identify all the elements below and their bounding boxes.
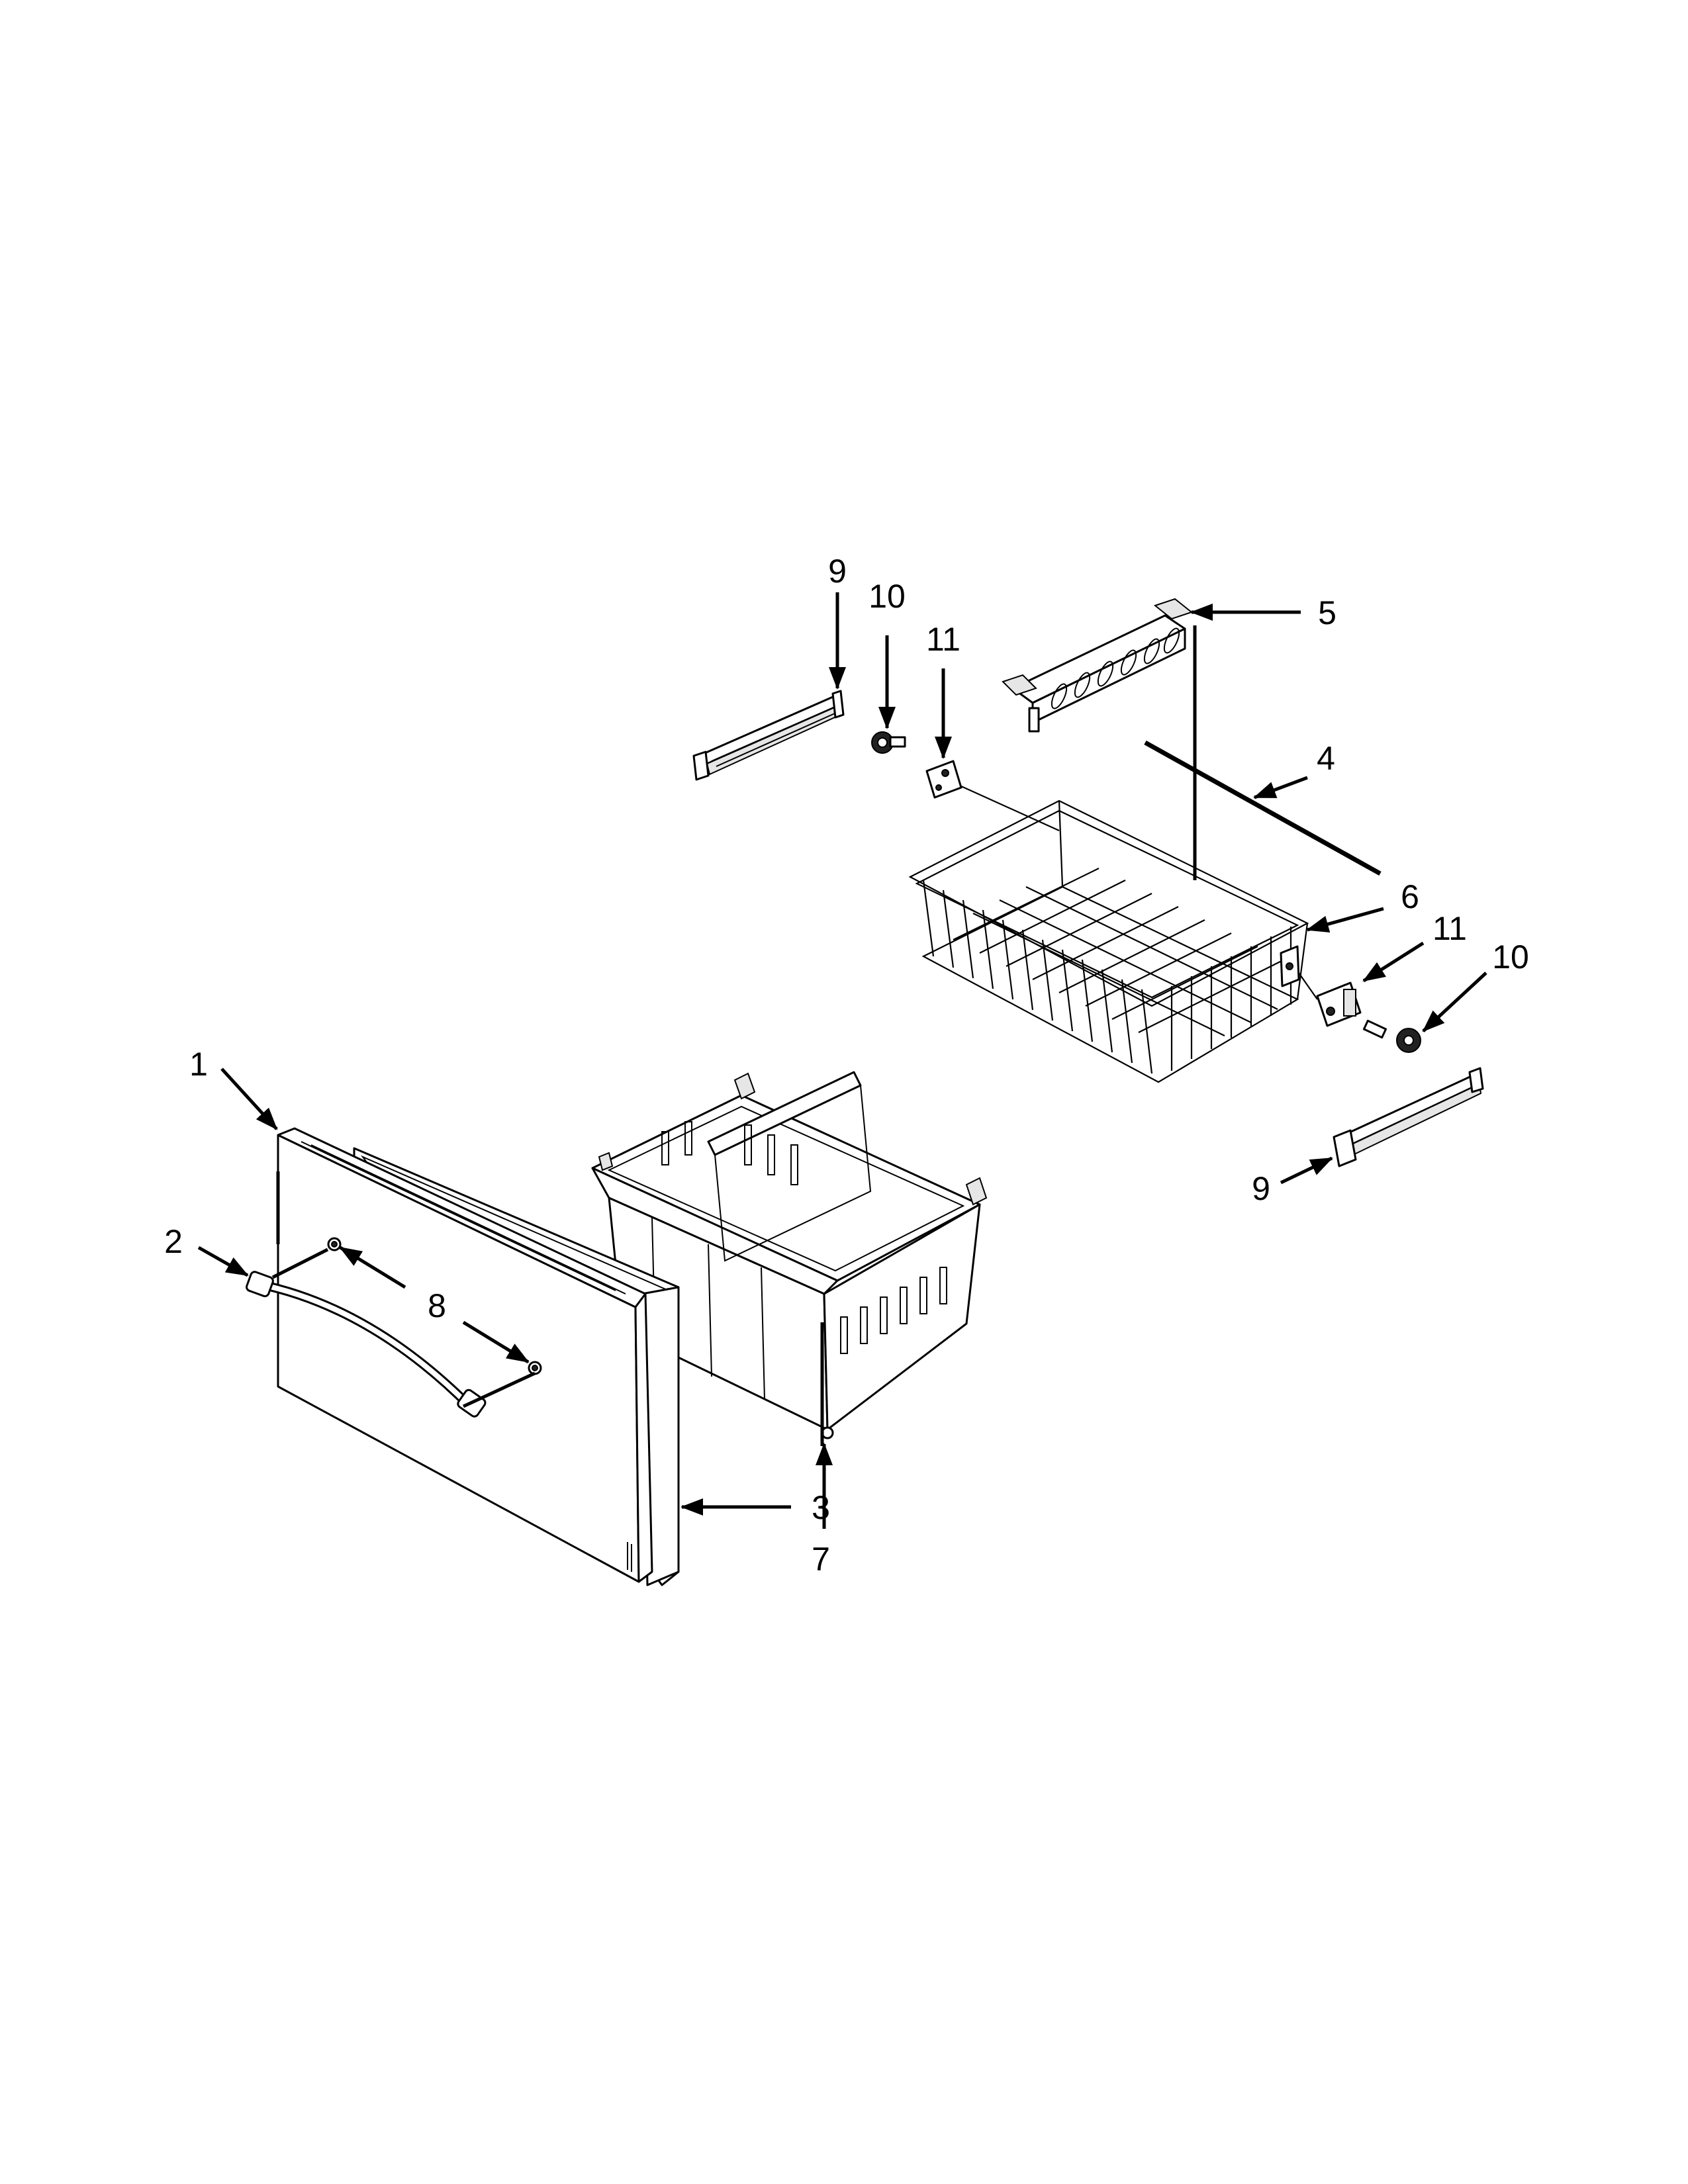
roller-lower [1362,1019,1421,1053]
door-handle [246,1271,487,1418]
callout-9b: 9 [1252,1170,1270,1207]
callout-10b: 10 [1492,938,1529,976]
wire-basket [908,799,1309,1083]
leader-lines [197,592,1487,1529]
basket-bracket-upper [925,760,1060,832]
basket-bracket-lower [1298,972,1362,1027]
callout-5: 5 [1318,594,1336,631]
handle-screws [327,1237,542,1375]
callout-3: 3 [812,1489,830,1526]
callout-10a: 10 [868,578,906,615]
basket-rod [1144,740,1382,876]
slide-rail-upper [692,690,845,781]
slide-rail-lower [1333,1067,1484,1167]
callout-9a: 9 [828,553,847,590]
callout-8: 8 [428,1287,446,1324]
roller-upper [871,731,906,754]
callout-2: 2 [164,1223,183,1260]
callout-7: 7 [812,1541,830,1578]
freezer-door [277,1127,653,1583]
callout-4: 4 [1317,740,1335,777]
callout-11a: 11 [926,621,961,658]
callout-11b: 11 [1432,910,1467,947]
plastic-bin [591,1071,988,1439]
basket-divider [1002,598,1194,733]
callout-labels: 1 2 3 4 5 6 7 8 9 9 10 10 11 11 [164,553,1529,1578]
callout-1: 1 [189,1046,208,1083]
callout-6: 6 [1401,878,1419,915]
